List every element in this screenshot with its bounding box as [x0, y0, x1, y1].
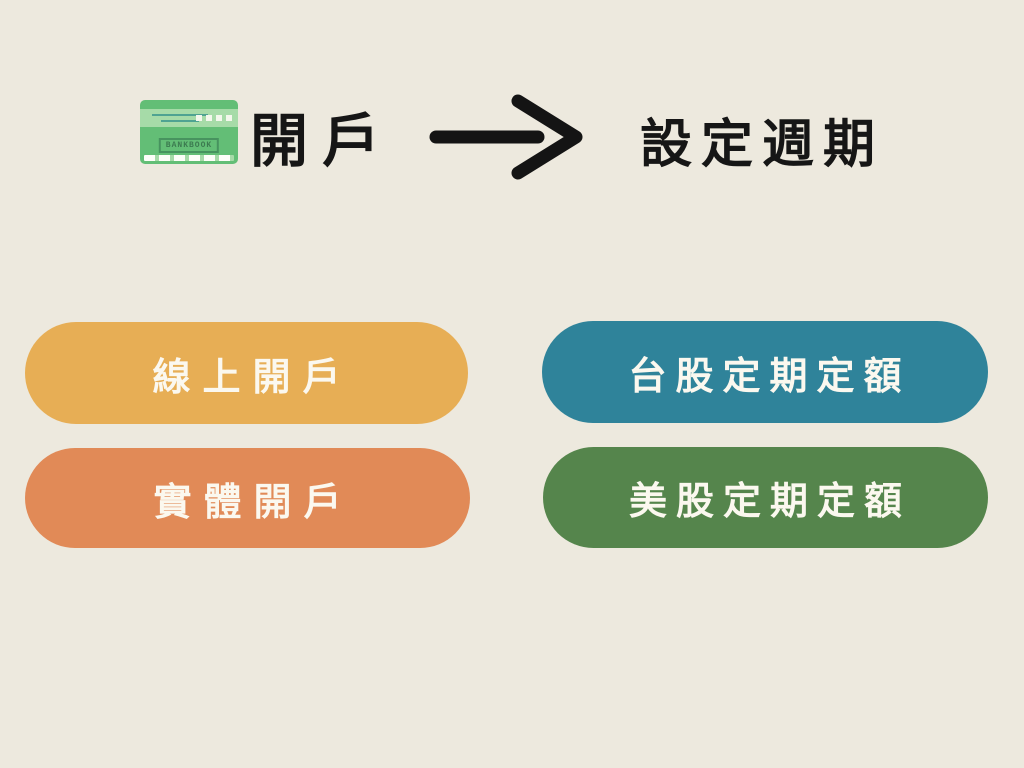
option-physical-account: 實體開戶	[25, 448, 470, 548]
bankbook-pages	[144, 155, 234, 161]
bankbook-line	[152, 114, 208, 116]
right-arrow-icon	[429, 94, 583, 180]
bankbook-line	[161, 120, 199, 122]
bankbook-icon: BANKBOOK	[140, 100, 238, 164]
bankbook-squares	[196, 115, 232, 121]
bankbook-label: BANKBOOK	[158, 138, 220, 153]
option-taiwan-stock-dca: 台股定期定額	[542, 321, 988, 423]
option-online-account: 線上開戶	[25, 322, 468, 424]
step1-title: 開戶	[250, 109, 395, 174]
option-us-stock-dca: 美股定期定額	[543, 447, 988, 548]
step2-title: 設定週期	[640, 116, 885, 174]
bankbook-stripe	[140, 109, 238, 127]
